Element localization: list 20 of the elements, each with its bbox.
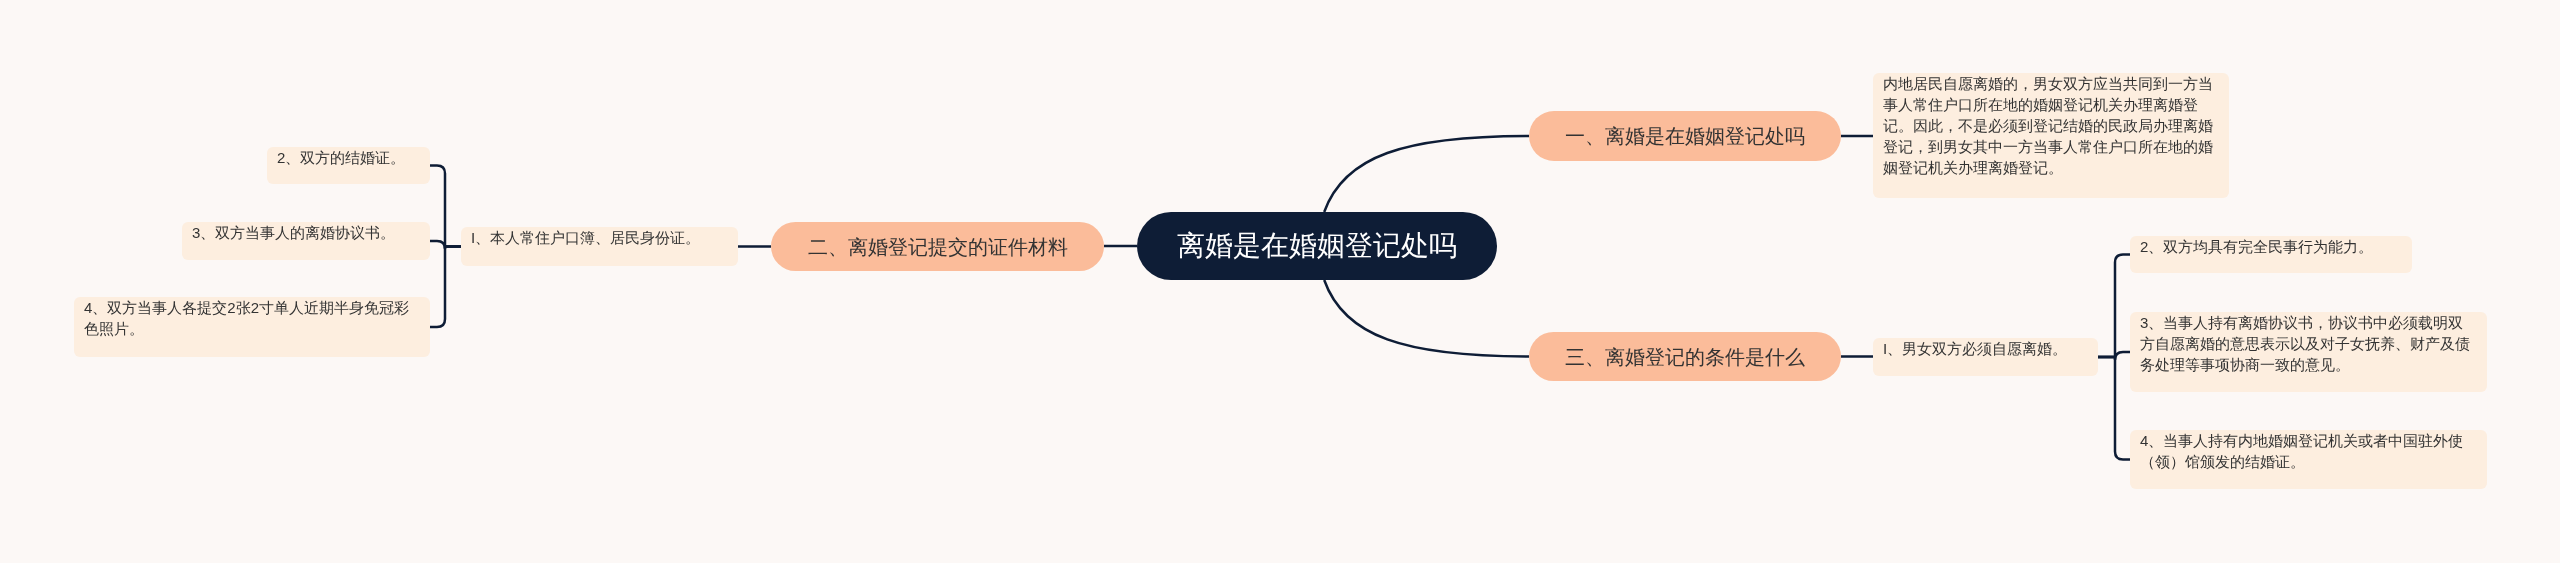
subtopic-box: I、男女双方必须自愿离婚。 [1873, 338, 2098, 376]
central-topic: 离婚是在婚姻登记处吗 [1137, 212, 1497, 280]
subtopic-box: I、本人常住户口簿、居民身份证。 [461, 227, 738, 266]
connector-line [1323, 279, 1529, 358]
subtopic-box: 3、双方当事人的离婚协议书。 [182, 222, 430, 260]
connector-line [430, 245, 461, 329]
connector-line [738, 245, 771, 248]
branch-topic: 一、离婚是在婚姻登记处吗 [1529, 111, 1841, 161]
connector-line [1104, 244, 1137, 248]
subtopic-box: 2、双方均具有完全民事行为能力。 [2130, 236, 2412, 273]
subtopic-box: 内地居民自愿离婚的，男女双方应当共同到一方当事人常住户口所在地的婚姻登记机关办理离婚登记。因此，不是必须到登记结婚的民政局办理离婚登记，到男女其中一方当事人常住户口所在地的婚姻登记机关办理离婚登记。 [1873, 73, 2229, 198]
subtopic-box: 4、当事人持有内地婚姻登记机关或者中国驻外使（领）馆颁发的结婚证。 [2130, 430, 2487, 489]
subtopic-box: 2、双方的结婚证。 [267, 147, 430, 184]
subtopic-box: 4、双方当事人各提交2张2寸单人近期半身免冠彩色照片。 [74, 297, 430, 357]
branch-topic: 三、离婚登记的条件是什么 [1529, 332, 1841, 381]
branch-topic: 二、离婚登记提交的证件材料 [771, 222, 1104, 271]
connector-line [1841, 355, 1873, 358]
connector-line [1841, 134, 1873, 138]
subtopic-box: 3、当事人持有离婚协议书，协议书中必须载明双方自愿离婚的意思表示以及对子女抚养、财产及债务处理等事项协商一致的意见。 [2130, 312, 2487, 392]
connector-line [1323, 134, 1529, 213]
